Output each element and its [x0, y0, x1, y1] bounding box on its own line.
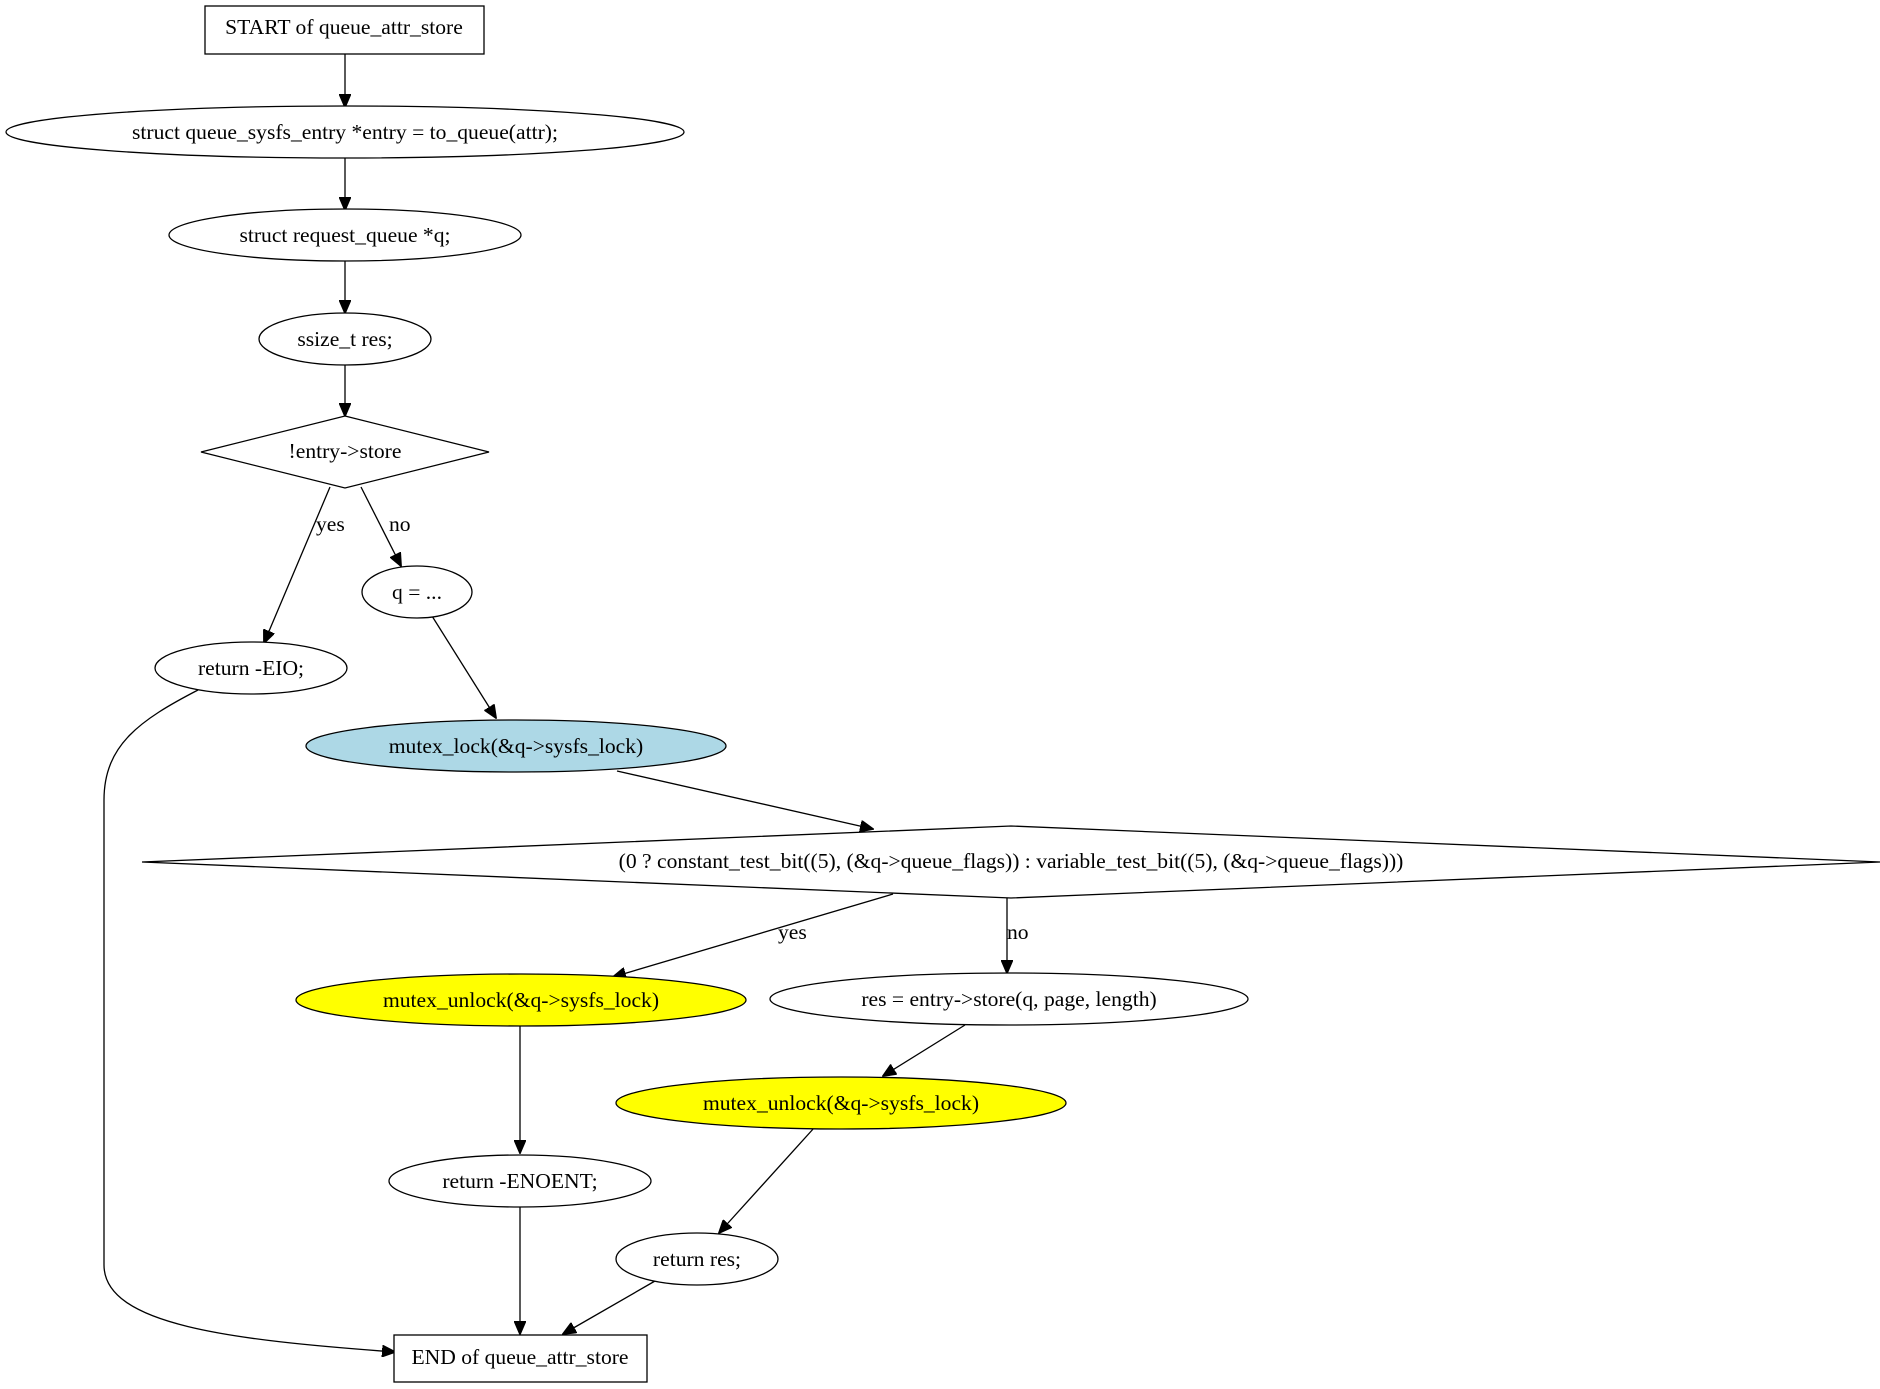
edge-q-assign-to-mutex-lock	[431, 615, 496, 718]
node-end: END of queue_attr_store	[393, 1334, 648, 1383]
node-ret-res: return res;	[615, 1232, 779, 1286]
edges	[103, 54, 1007, 1352]
node-unlock-no: mutex_unlock(&q->sysfs_lock)	[615, 1076, 1067, 1130]
edge-ret-eio-to-end	[103, 689, 395, 1352]
edge-label-store-no: no	[389, 512, 411, 536]
node-q-decl: struct request_queue *q;	[168, 208, 522, 262]
edge-cond-store-no	[360, 486, 401, 566]
node-unlock-yes: mutex_unlock(&q->sysfs_lock)	[295, 973, 747, 1027]
node-cond-bit-label: (0 ? constant_test_bit((5), (&q->queue_f…	[619, 849, 1404, 873]
edge-cond-bit-yes	[613, 893, 894, 977]
node-ret-res-label: return res;	[653, 1247, 741, 1271]
node-cond-bit: (0 ? constant_test_bit((5), (&q->queue_f…	[141, 825, 1880, 899]
edge-label-bit-no: no	[1007, 920, 1029, 944]
node-q-assign-label: q = ...	[392, 580, 442, 604]
node-unlock-yes-label: mutex_unlock(&q->sysfs_lock)	[383, 988, 659, 1012]
node-ret-eio: return -EIO;	[154, 641, 348, 695]
edge-labels: yes no yes no	[316, 512, 1029, 944]
node-entry-decl-label: struct queue_sysfs_entry *entry = to_que…	[132, 120, 558, 144]
node-entry-decl: struct queue_sysfs_entry *entry = to_que…	[5, 105, 685, 159]
node-res-decl-label: ssize_t res;	[297, 327, 392, 351]
edge-mutex-lock-to-cond-bit	[616, 770, 873, 829]
node-q-assign: q = ...	[361, 565, 473, 619]
edge-unlock-no-to-ret-res	[719, 1127, 815, 1233]
node-res-store-label: res = entry->store(q, page, length)	[861, 987, 1156, 1011]
node-start: START of queue_attr_store	[204, 5, 485, 55]
node-ret-enoent: return -ENOENT;	[388, 1154, 652, 1208]
node-cond-store-label: !entry->store	[289, 439, 402, 463]
edge-label-store-yes: yes	[316, 512, 345, 536]
node-unlock-no-label: mutex_unlock(&q->sysfs_lock)	[703, 1091, 979, 1115]
edge-res-store-to-unlock-no	[883, 1024, 966, 1076]
edge-label-bit-yes: yes	[778, 920, 807, 944]
node-cond-store: !entry->store	[200, 415, 490, 489]
node-mutex-lock: mutex_lock(&q->sysfs_lock)	[305, 719, 727, 773]
edge-ret-res-to-end	[563, 1280, 656, 1334]
node-res-store: res = entry->store(q, page, length)	[769, 972, 1249, 1026]
node-ret-eio-label: return -EIO;	[198, 656, 304, 680]
node-start-label: START of queue_attr_store	[225, 15, 463, 39]
edge-cond-store-yes	[264, 486, 331, 643]
node-mutex-lock-label: mutex_lock(&q->sysfs_lock)	[389, 734, 643, 758]
node-q-decl-label: struct request_queue *q;	[239, 223, 450, 247]
node-end-label: END of queue_attr_store	[411, 1345, 628, 1369]
node-res-decl: ssize_t res;	[258, 312, 432, 366]
node-ret-enoent-label: return -ENOENT;	[442, 1169, 597, 1193]
